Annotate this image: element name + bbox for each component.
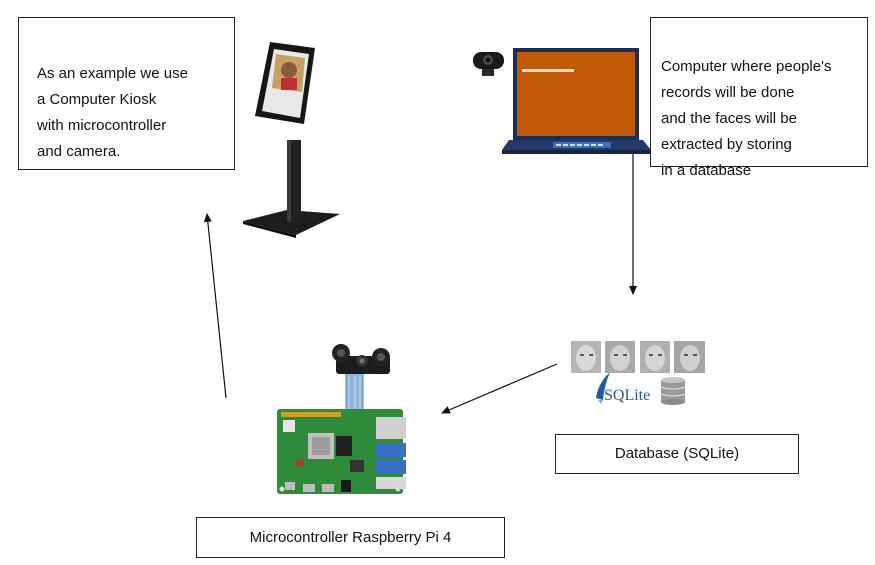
kiosk-note-box: As an example we use a Computer Kiosk wi… xyxy=(18,17,235,170)
face-thumbnail-icon xyxy=(605,341,635,373)
microcontroller-label-box: Microcontroller Raspberry Pi 4 xyxy=(196,517,505,558)
webcam-icon xyxy=(473,52,504,76)
sqlite-logo-text: SQLite xyxy=(604,387,650,404)
sqlite-logo-icon: SQLite xyxy=(596,372,650,404)
kiosk-icon xyxy=(243,42,340,238)
raspberry-pi-board-icon xyxy=(277,409,406,494)
computer-note-text: Computer where people's records will be … xyxy=(661,58,832,179)
camera-module-icon xyxy=(332,344,390,415)
arrow-pi-to-kiosk xyxy=(203,213,227,399)
database-label: Database (SQLite) xyxy=(614,445,740,462)
arrow-database-to-pi xyxy=(441,363,558,414)
computer-note-box: Computer where people's records will be … xyxy=(650,17,868,179)
database-label-box: Database (SQLite) xyxy=(555,434,799,474)
microcontroller-label: Microcontroller Raspberry Pi 4 xyxy=(249,529,452,546)
kiosk-note-text: As an example we use a Computer Kiosk wi… xyxy=(37,65,188,160)
face-thumbnail-icon xyxy=(571,341,601,373)
database-cylinder-icon xyxy=(660,377,686,405)
laptop-icon xyxy=(502,48,651,154)
face-thumbnail-icon xyxy=(640,341,670,373)
face-thumbnail-icon xyxy=(674,341,705,373)
